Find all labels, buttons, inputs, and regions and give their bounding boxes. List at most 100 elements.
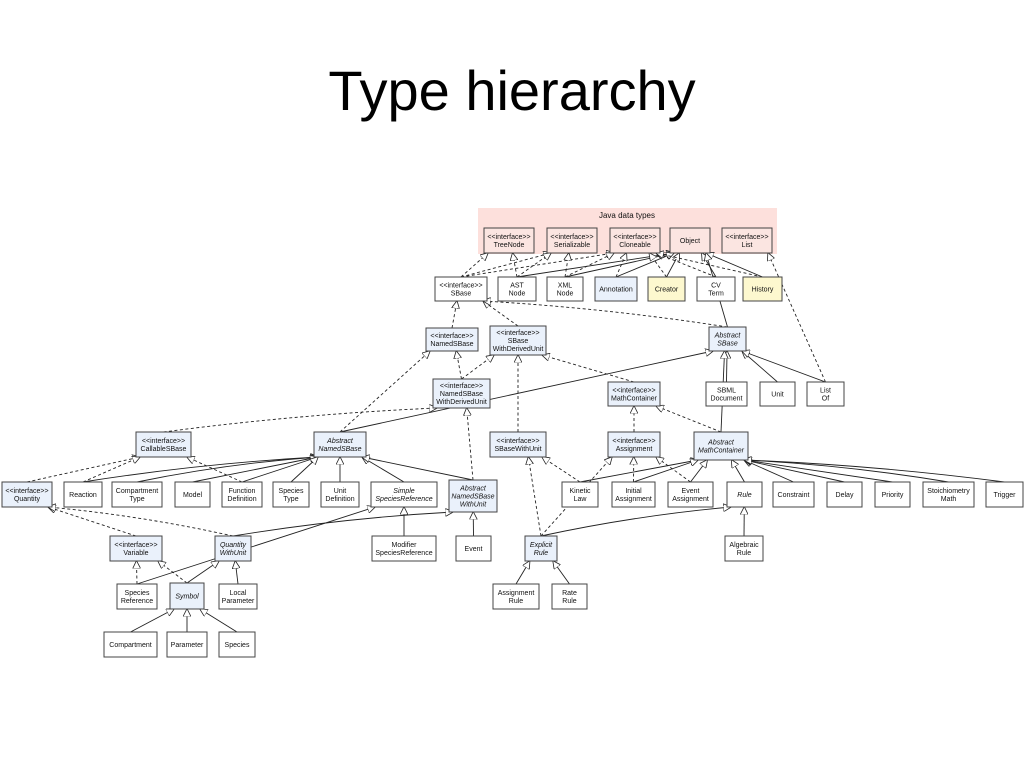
node-box-sbasewithunit [489, 431, 547, 458]
node-label-callablesbase: <<interface>> [142, 438, 185, 445]
node-box-callablesbase [135, 431, 192, 458]
node-box-abstractmathcontainer [693, 431, 749, 461]
edge-history-to-cloneable [656, 253, 763, 278]
node-label-delay: Delay [836, 492, 854, 499]
edge-xmlnode-to-cloneable [564, 253, 614, 278]
node-box-algebraicrule [724, 535, 764, 562]
node-label-history: History [752, 287, 774, 294]
node-label-modifierspeciesref: SpeciesReference [375, 550, 432, 557]
edge-reaction-to-abstractnamedsbase [82, 457, 318, 483]
node-label-speciestype: Type [283, 496, 298, 503]
edge-sbase-to-treenode [460, 253, 488, 278]
node-label-eventassignment: Assignment [672, 496, 709, 503]
node-box-functiondefinition [221, 481, 263, 508]
node-label-compartment: Compartment [109, 642, 151, 649]
node-label-abstractmathcontainer: Abstract [707, 439, 735, 446]
edge-creator-to-object [666, 253, 680, 278]
node-label-speciestype: Species [279, 488, 304, 495]
node-label-object: Object [680, 238, 700, 245]
node-label-cloneable: Cloneable [619, 242, 651, 249]
node-box-object [669, 227, 711, 254]
edge-localparameter-to-quantitywithunit [235, 561, 238, 585]
node-box-abstractsbase [708, 326, 747, 352]
node-label-variable: <<interface>> [114, 542, 157, 549]
node-label-mathcontainer: MathContainer [611, 396, 658, 403]
node-label-kineticlaw: Kinetic [569, 488, 591, 495]
node-label-sbasewithunit: <<interface>> [496, 438, 539, 445]
node-label-treenode: TreeNode [494, 242, 525, 249]
node-box-modifierspeciesref [371, 535, 437, 562]
node-box-trigger [985, 481, 1024, 508]
node-box-sbmldocument [705, 381, 748, 407]
node-box-annotation [594, 276, 638, 302]
node-label-functiondefinition: Definition [227, 496, 256, 503]
edge-unit-to-abstractsbase [742, 351, 778, 383]
edge-namedsbase-to-sbase [451, 301, 457, 329]
node-label-sbasewdu: WithDerivedUnit [493, 346, 544, 353]
node-unit: Unit [759, 381, 796, 407]
node-trigger: Trigger [985, 481, 1024, 508]
node-label-event: Event [465, 546, 483, 553]
node-label-mathcontainer: <<interface>> [612, 387, 655, 394]
edge-species-to-symbol [200, 609, 238, 633]
edge-eventassignment-to-assignment [656, 457, 691, 483]
node-speciesreference: SpeciesReference [116, 583, 158, 610]
node-box-serializable [546, 227, 598, 254]
node-box-parameter [166, 631, 208, 658]
node-label-assignmentrule: Rule [509, 598, 524, 605]
node-label-model: Model [183, 492, 203, 499]
edge-astnode-to-treenode [513, 253, 517, 278]
node-box-variable [109, 535, 163, 562]
node-box-astnode [497, 276, 537, 302]
edge-speciesreference-to-variable [136, 561, 137, 585]
node-callablesbase: <<interface>>CallableSBase [135, 431, 192, 458]
node-label-serializable: Serializable [554, 242, 590, 249]
node-box-kineticlaw [561, 481, 599, 508]
node-label-initialassignment: Initial [625, 488, 642, 495]
edge-listof-to-list [768, 253, 826, 383]
node-box-creator [647, 276, 686, 302]
edge-abstractnamedsbase-to-abstractsbase [339, 351, 713, 433]
node-box-mathcontainer [607, 381, 661, 407]
node-label-algebraicrule: Algebraic [729, 542, 759, 549]
node-label-namedsbasewdu: <<interface>> [440, 383, 483, 390]
edge-compartmenttype-to-abstractnamedsbase [136, 457, 318, 483]
node-box-sbase [434, 276, 488, 302]
node-label-unitdefinition: Definition [325, 496, 354, 503]
node-label-unitdefinition: Unit [334, 488, 347, 495]
node-variable: <<interface>>Variable [109, 535, 163, 562]
edge-xmlnode-to-object [564, 253, 674, 278]
node-history: History [742, 276, 783, 302]
node-label-quantitywithunit: WithUnit [220, 550, 247, 557]
node-sbasewithunit: <<interface>>SBaseWithUnit [489, 431, 547, 458]
node-label-simplespeciesref: Simple [393, 488, 415, 495]
edge-namedsbasewdu-to-namedsbase [456, 351, 462, 380]
edge-abstractnamedsbasewu-to-namedsbasewdu [467, 408, 474, 481]
node-box-delay [826, 481, 863, 508]
node-label-unit: Unit [771, 392, 784, 399]
edge-quantitywithunit-to-abstractnamedsbasewu [232, 512, 453, 537]
node-label-constraint: Constraint [778, 492, 810, 499]
node-label-functiondefinition: Function [229, 488, 256, 495]
node-box-symbol [169, 582, 205, 610]
node-label-compartmenttype: Compartment [116, 488, 158, 495]
node-label-cvterm: CV [711, 282, 721, 289]
node-box-abstractnamedsbasewu [448, 479, 498, 513]
node-event: Event [455, 535, 492, 562]
node-priority: Priority [874, 481, 911, 508]
edge-xmlnode-to-serializable [565, 253, 569, 278]
edge-variable-to-quantity [48, 507, 137, 537]
node-box-quantity [1, 481, 53, 508]
node-label-quantity: Quantity [14, 496, 41, 503]
node-label-abstractmathcontainer: MathContainer [698, 448, 745, 455]
edge-explicitrule-to-rule [540, 507, 731, 537]
edge-kineticlaw-to-abstractmathcontainer [579, 460, 698, 483]
node-model: Model [174, 481, 211, 508]
